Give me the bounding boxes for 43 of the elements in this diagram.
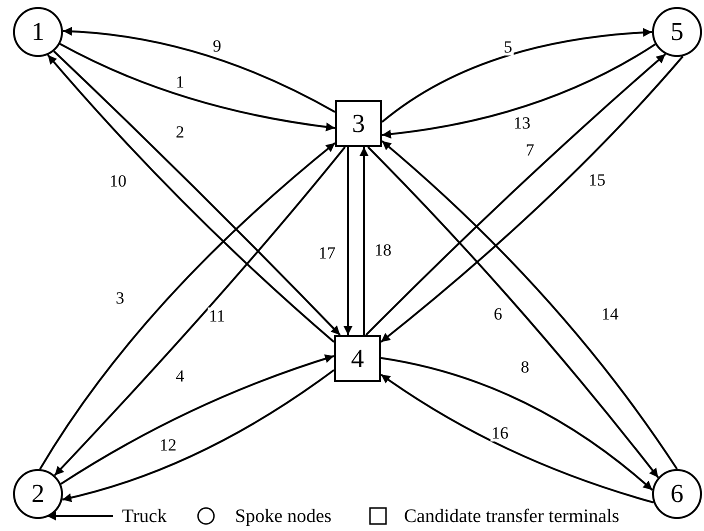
node-label: 6	[670, 481, 684, 507]
terminal-box	[335, 100, 382, 147]
edge-label: 18	[374, 242, 392, 258]
arrow	[60, 43, 336, 132]
edge-label: 13	[512, 114, 532, 132]
edge-label: 11	[208, 308, 226, 324]
spoke-node-circle	[13, 7, 63, 57]
edge-label: 3	[114, 290, 126, 306]
spoke-node-circle	[652, 7, 702, 57]
edge-label: 10	[108, 172, 128, 190]
arrow	[380, 357, 653, 491]
edge-label: 14	[600, 306, 620, 322]
edge-label: 1	[174, 74, 186, 90]
legend-label: Truck	[122, 507, 167, 526]
legend-label: Spoke nodes	[235, 507, 332, 526]
arrow	[62, 27, 336, 113]
arrow	[382, 43, 656, 138]
edge-label: 6	[492, 306, 504, 322]
legend-label: Candidate transfer terminals	[404, 507, 620, 526]
node-label: 3	[352, 110, 365, 136]
node-label: 4	[351, 346, 364, 372]
edge-label: 4	[174, 368, 186, 384]
terminal-box	[334, 335, 381, 382]
edge-label: 7	[524, 142, 536, 158]
arrow	[60, 354, 334, 485]
node-label: 2	[32, 481, 44, 507]
edge-label: 12	[158, 436, 178, 454]
node-label: 5	[670, 19, 684, 45]
arrow	[380, 374, 654, 504]
edge-label: 5	[502, 38, 514, 56]
edge-label: 9	[212, 38, 222, 54]
spoke-node-circle	[13, 469, 63, 519]
arrow	[62, 369, 335, 502]
spoke-node-circle	[652, 469, 702, 519]
arrow	[360, 147, 368, 335]
edge-label: 16	[490, 424, 510, 442]
node-label: 1	[32, 19, 44, 45]
edge-label: 2	[174, 124, 186, 140]
edge-label: 15	[588, 172, 606, 188]
arrow	[381, 28, 652, 123]
edge-label: 8	[520, 358, 530, 376]
edge-label: 17	[318, 244, 336, 262]
arrow	[344, 147, 352, 335]
